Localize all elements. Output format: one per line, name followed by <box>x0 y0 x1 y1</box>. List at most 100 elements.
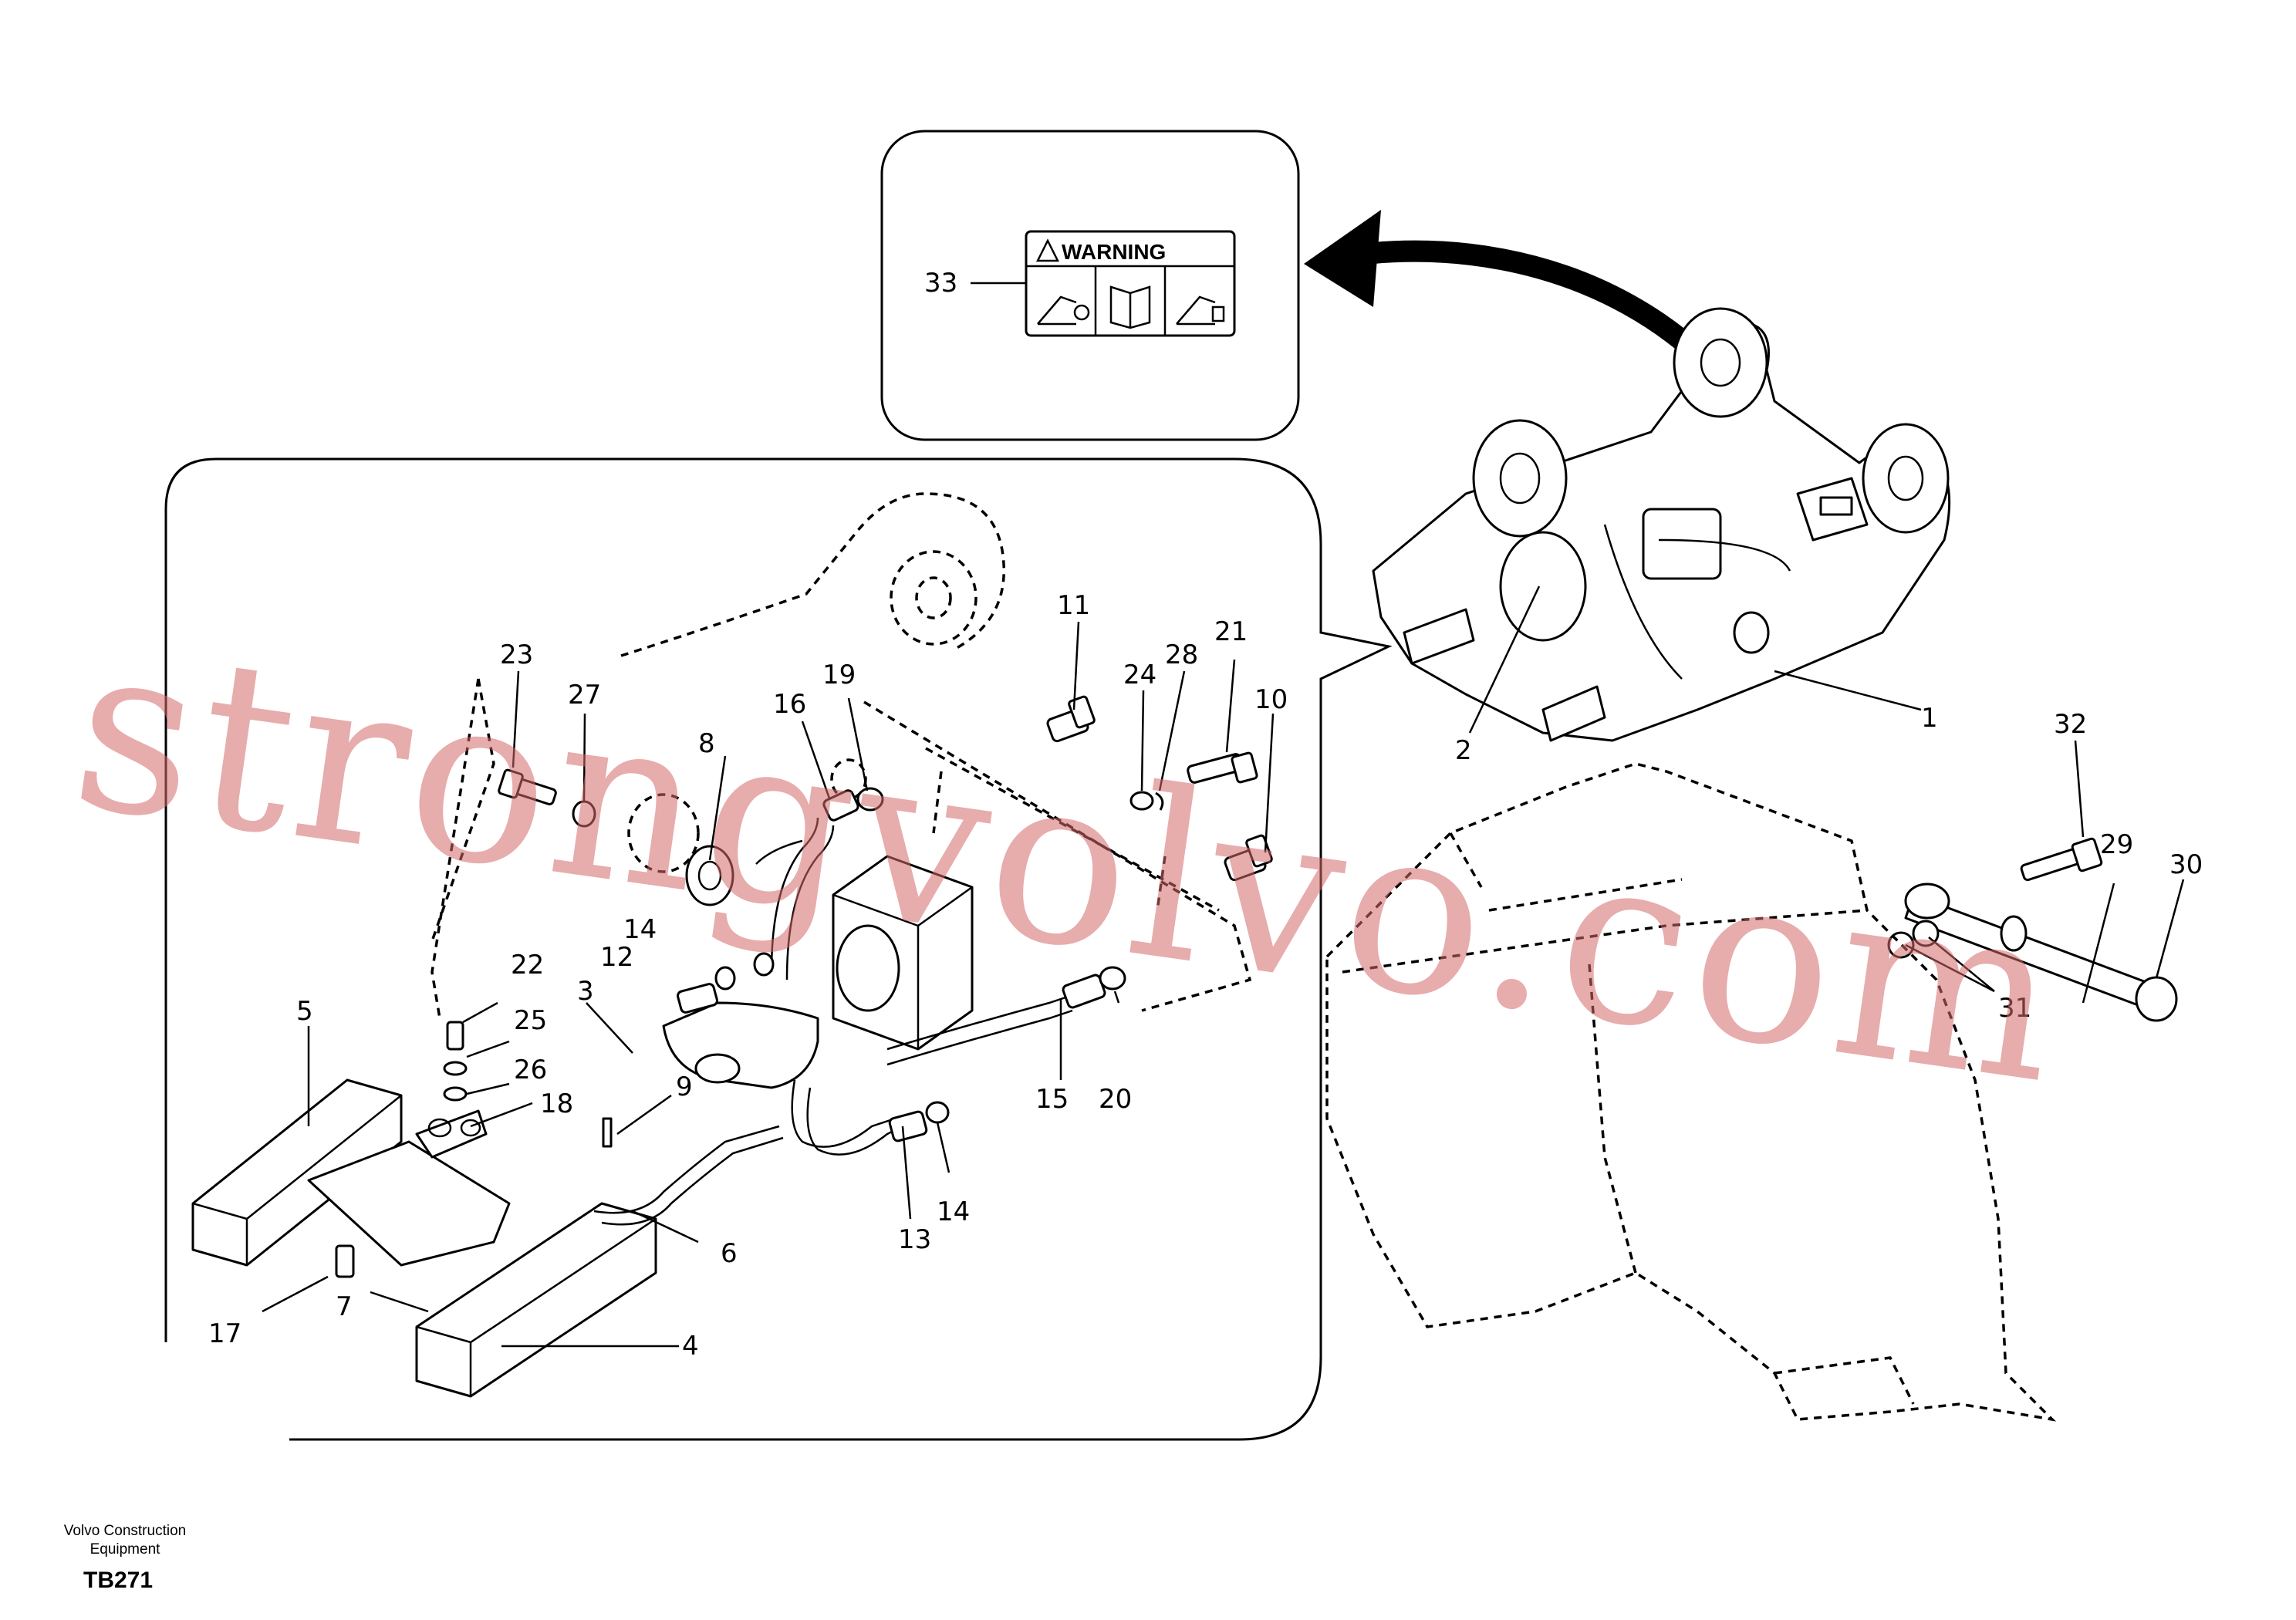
unlock-pictogram-icon <box>1073 304 1090 321</box>
inset-frame-top <box>880 130 1300 441</box>
callout-24: 24 <box>1123 660 1156 690</box>
callout-13: 13 <box>898 1224 931 1255</box>
callout-5: 5 <box>296 996 313 1027</box>
phantom-pin-boss <box>627 793 700 873</box>
warning-text: WARNING <box>1062 240 1166 264</box>
callout-18: 18 <box>540 1088 573 1119</box>
valve-bore <box>836 924 900 1012</box>
callout-14-lower: 14 <box>937 1196 970 1227</box>
bushing <box>685 845 734 906</box>
callout-4: 4 <box>682 1331 699 1362</box>
phantom-frame-line <box>925 747 1220 912</box>
hydraulic-hose <box>755 839 803 865</box>
bolt <box>446 1021 464 1051</box>
plate-bracket <box>415 1109 488 1159</box>
callout-22: 22 <box>511 950 544 980</box>
warning-decal-inset: WARNING 33 <box>880 130 1300 441</box>
phantom-outline <box>620 492 1005 657</box>
spring-rod <box>593 1125 780 1214</box>
bucket-phantom-edge <box>1342 909 1868 974</box>
bucket-phantom-edge <box>1488 878 1683 912</box>
coupler-boss-left <box>1472 419 1568 538</box>
coupler-pin-hole <box>1887 455 1924 501</box>
callout-11: 11 <box>1057 590 1090 621</box>
phantom-pin-boss <box>890 550 977 646</box>
coupler-boss-right <box>1862 423 1950 534</box>
hydraulic-hose <box>770 817 819 973</box>
bucket-phantom-tooth <box>1774 1356 1915 1405</box>
washer <box>925 1101 950 1124</box>
callout-16: 16 <box>773 689 806 720</box>
warning-triangle-icon <box>1035 238 1060 262</box>
plate-hole <box>427 1118 452 1138</box>
callout-10: 10 <box>1254 684 1288 715</box>
callout-9: 9 <box>676 1072 693 1102</box>
hydraulic-hose <box>785 825 835 980</box>
manual-book-icon <box>1109 285 1151 329</box>
bolt-head <box>1231 751 1258 784</box>
washer <box>1129 791 1154 811</box>
callout-29: 29 <box>2100 829 2133 860</box>
callout-15: 15 <box>1035 1084 1069 1115</box>
callout-17: 17 <box>208 1318 241 1349</box>
bolt-head <box>2071 837 2103 872</box>
link-plate <box>307 1140 511 1267</box>
detail-inset <box>164 457 1393 1441</box>
inset-frame-detail <box>216 457 1393 1441</box>
coupler-hook <box>1499 531 1587 642</box>
coupler-pin-hole <box>1700 338 1741 387</box>
callout-30: 30 <box>2169 849 2203 880</box>
callout-32: 32 <box>2054 709 2087 740</box>
callout-28: 28 <box>1165 640 1198 670</box>
hydraulic-hose <box>806 1087 903 1156</box>
bucket-pictogram-icon <box>1176 295 1216 326</box>
callout-labels: 1 2 3 4 5 6 7 8 9 10 11 12 13 14 14 15 1… <box>208 590 2203 1362</box>
phantom-outline <box>430 678 495 1019</box>
hydraulic-hose <box>886 1009 1073 1066</box>
callout-33: 33 <box>924 268 957 299</box>
callout-25: 25 <box>514 1005 547 1036</box>
leader-lines <box>262 586 2185 1348</box>
credit-line-1: Volvo Construction <box>64 1523 186 1539</box>
credit-line-2: Equipment <box>90 1541 161 1558</box>
wedge-right-edges <box>416 1217 657 1396</box>
callout-14-upper: 14 <box>623 914 657 945</box>
hose-fitting <box>677 983 718 1014</box>
bucket-pictogram-icon <box>1037 295 1077 326</box>
lock-pictogram-icon <box>1211 305 1225 322</box>
elbow-fitting-head <box>1068 695 1096 729</box>
coupler-foot <box>1403 608 1475 665</box>
callout-1: 1 <box>1921 703 1938 734</box>
coupler-boss-top <box>1673 307 1768 418</box>
cotter-pin <box>602 1117 613 1148</box>
wedge-left-edges <box>192 1095 402 1265</box>
bushing-bore <box>697 860 722 891</box>
pin-head <box>1904 883 1950 920</box>
spring-rod <box>601 1136 784 1226</box>
bucket-phantom-edge <box>1449 832 1483 888</box>
coupler-pin-hole <box>1499 452 1541 505</box>
callout-3: 3 <box>577 976 594 1007</box>
washer <box>1099 966 1126 991</box>
quick-coupler-assembly <box>1325 307 2178 1422</box>
washer <box>714 966 736 991</box>
pin <box>335 1244 355 1278</box>
callout-19: 19 <box>822 660 856 690</box>
coupler-valve <box>1642 508 1722 580</box>
coupler-foot <box>1541 685 1606 742</box>
callout-12: 12 <box>600 942 633 973</box>
callout-21: 21 <box>1214 616 1248 647</box>
callout-27: 27 <box>568 680 601 710</box>
callout-20: 20 <box>1099 1084 1132 1115</box>
pin-collar <box>2000 915 2028 952</box>
callout-6: 6 <box>721 1238 738 1269</box>
phantom-frame-line <box>1156 856 1167 911</box>
washer <box>443 1061 468 1076</box>
phantom-frame-line <box>863 700 1252 1012</box>
hydraulic-hose <box>791 1079 896 1148</box>
washer <box>443 1086 468 1102</box>
callout-26: 26 <box>514 1055 547 1085</box>
hose-fitting <box>822 789 859 822</box>
bucket-phantom <box>1325 762 2057 1422</box>
